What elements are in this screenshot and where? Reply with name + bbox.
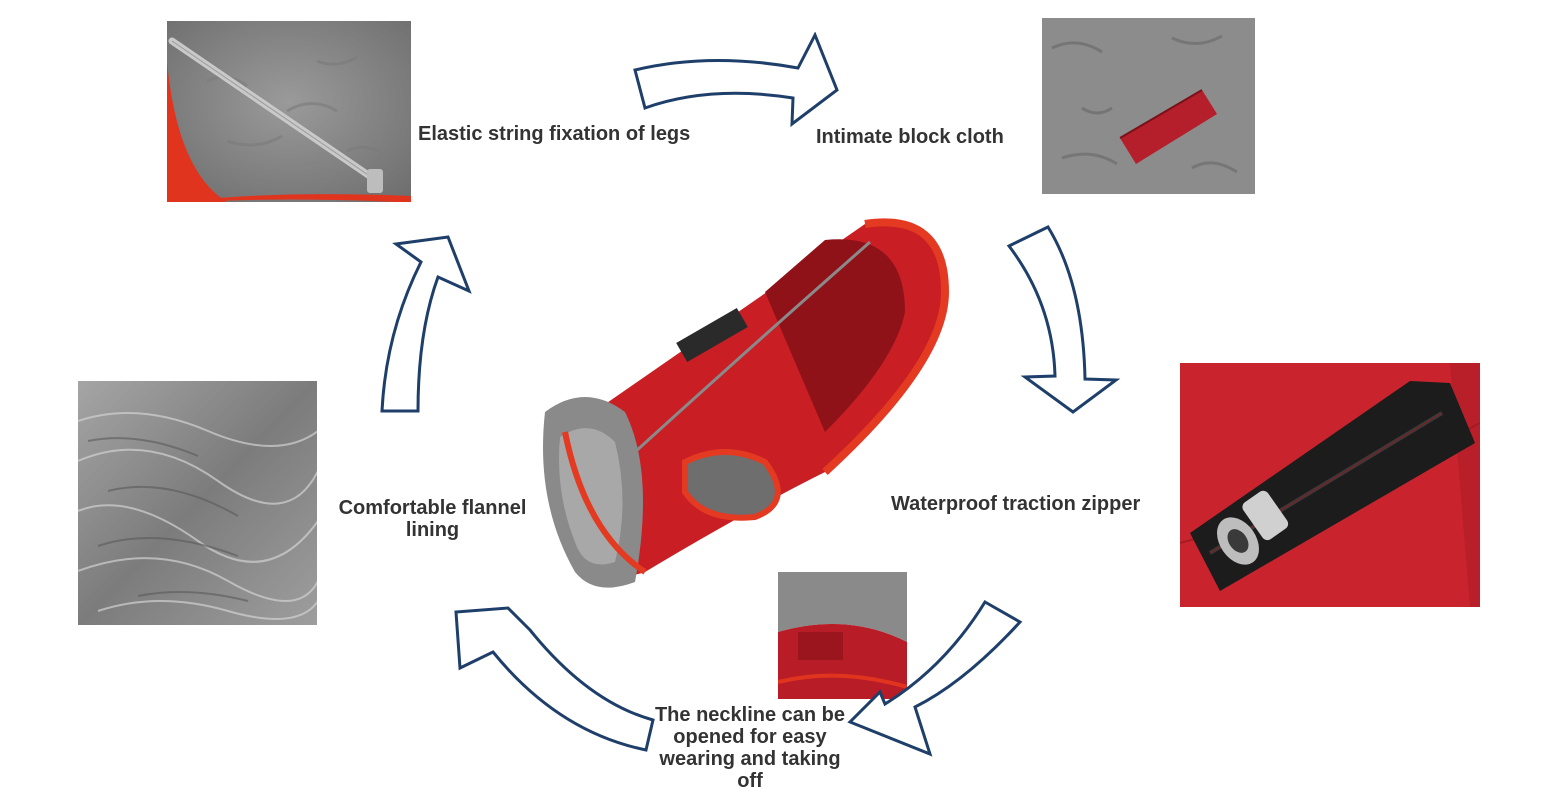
lining-label: Comfortable flannel lining [338,497,527,541]
zipper-photo [1180,363,1480,607]
elastic-string-photo [167,21,411,202]
block-cloth-label: Intimate block cloth [816,126,1004,148]
arrow-top [633,32,839,127]
arrow-left [380,235,472,413]
neckline-label: The neckline can be opened for easy wear… [654,704,846,792]
arrow-bottom-left [454,606,655,752]
elastic-legs-label: Elastic string fixation of legs [418,123,691,145]
arrow-bottom-right [847,599,1023,757]
dog-coat-image [525,212,950,597]
arrow-right [1006,225,1121,414]
flannel-lining-photo [78,381,317,625]
neckline-photo [778,572,907,699]
block-cloth-photo [1042,18,1255,194]
zipper-label: Waterproof traction zipper [891,493,1141,515]
